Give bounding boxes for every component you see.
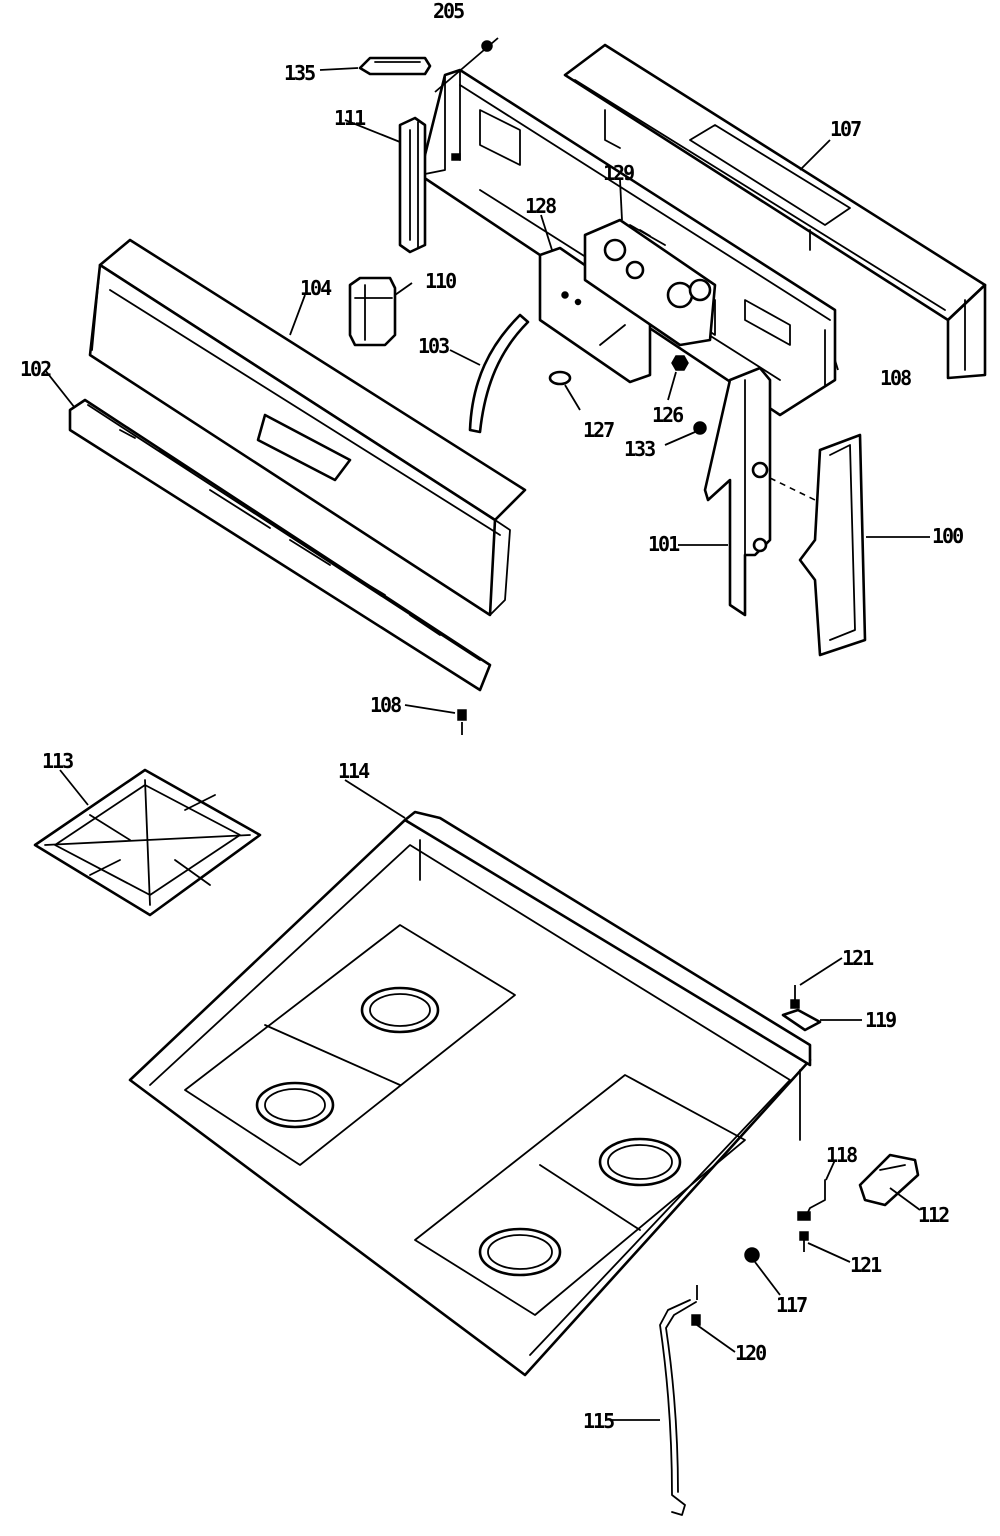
part-111-side-bracket <box>398 116 427 254</box>
callout-205: 205 <box>433 0 464 23</box>
callout-120: 120 <box>735 1341 766 1365</box>
part-127-clip <box>548 370 572 386</box>
part-121-screw-top <box>790 985 800 1009</box>
part-126-nut <box>671 355 689 371</box>
part-135-clip <box>358 56 432 76</box>
callout-117: 117 <box>776 1293 807 1317</box>
part-104-backguard-panel <box>88 238 527 617</box>
callout-100: 100 <box>932 524 963 548</box>
callout-129: 129 <box>603 161 634 185</box>
callout-112: 112 <box>918 1203 949 1227</box>
part-100-side-plate <box>769 433 867 657</box>
part-102-trim-strip <box>68 398 492 692</box>
callout-103: 103 <box>418 334 449 358</box>
callout-113: 113 <box>42 749 73 773</box>
part-103-curved-tube <box>468 313 530 434</box>
callout-101: 101 <box>648 532 680 556</box>
part-117-plug <box>744 1247 760 1263</box>
callout-121-bottom: 121 <box>850 1253 882 1277</box>
callout-127: 127 <box>583 418 614 442</box>
callout-111: 111 <box>334 106 366 130</box>
callout-107: 107 <box>830 117 861 141</box>
callout-133: 133 <box>624 437 655 461</box>
part-118-spring-clip <box>797 1179 826 1221</box>
part-205-screw <box>434 37 499 93</box>
leader-lines <box>44 67 930 1421</box>
callout-126: 126 <box>652 403 683 427</box>
part-108-screw <box>457 709 467 735</box>
part-107-backguard-cap <box>563 43 987 380</box>
part-129-switch-assembly <box>583 218 717 347</box>
callout-119: 119 <box>865 1008 896 1032</box>
part-114-cooktop <box>128 810 812 1377</box>
part-115-support-rod <box>659 1299 697 1516</box>
part-119-latch <box>781 1008 822 1032</box>
part-113-burner-grate <box>33 768 262 917</box>
callout-102: 102 <box>20 357 51 381</box>
part-112-knob <box>858 1153 920 1207</box>
callout-108-screw: 108 <box>370 693 401 717</box>
callout-104: 104 <box>300 276 332 300</box>
part-133-screw <box>693 421 707 435</box>
callout-108-panel: 108 <box>880 366 911 390</box>
part-120-screw <box>691 1285 701 1326</box>
callout-labels: 205 135 111 107 129 128 110 104 103 102 … <box>20 0 965 1433</box>
part-101-hinge-bracket <box>703 366 772 617</box>
callout-121-top: 121 <box>842 946 874 970</box>
callout-115: 115 <box>583 1409 614 1433</box>
callout-114: 114 <box>338 759 370 783</box>
part-128-bracket <box>538 246 652 384</box>
callout-135: 135 <box>284 61 315 85</box>
part-110-block <box>348 276 397 347</box>
callout-118: 118 <box>826 1143 857 1167</box>
part-121-screw-bottom <box>799 1231 809 1252</box>
callout-110: 110 <box>425 269 456 293</box>
callout-128: 128 <box>525 194 556 218</box>
